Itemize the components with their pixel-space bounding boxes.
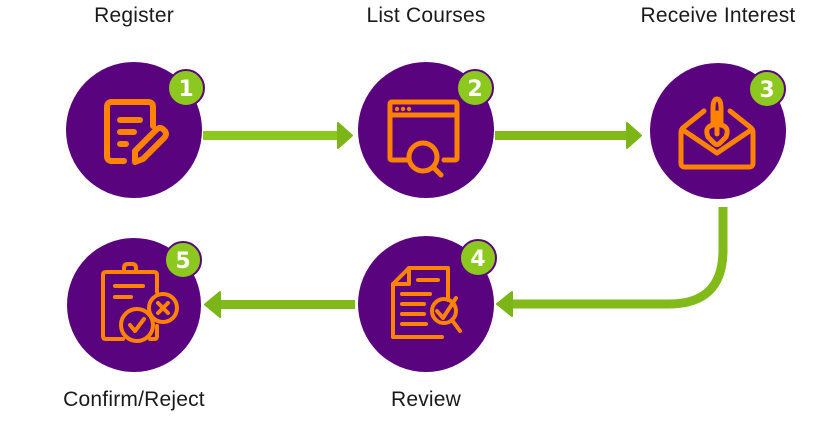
step-3-label: Receive Interest bbox=[640, 4, 796, 27]
step-4: 4 bbox=[358, 236, 497, 372]
step-1: 1 bbox=[66, 62, 205, 198]
arrow-shaft bbox=[218, 300, 355, 309]
step-3: 3 bbox=[650, 63, 786, 199]
step-number: 1 bbox=[178, 77, 193, 102]
step-2-label: List Courses bbox=[366, 4, 486, 27]
connector-2-3 bbox=[495, 122, 642, 149]
step-badge bbox=[164, 241, 202, 279]
connector-1-2 bbox=[203, 122, 353, 149]
arrow-shaft bbox=[203, 131, 341, 140]
arrow-head bbox=[337, 122, 353, 149]
connector-4-5 bbox=[204, 291, 355, 318]
step-5: 5 bbox=[67, 238, 202, 372]
connector-3-4 bbox=[496, 207, 728, 317]
arrow-shaft bbox=[495, 131, 629, 140]
arrow-shaft bbox=[512, 207, 728, 309]
clipboard-approve-reject-icon bbox=[101, 262, 179, 343]
step-2: 2 bbox=[358, 62, 494, 198]
step-badge bbox=[748, 70, 786, 108]
step-5-label: Confirm/Reject bbox=[63, 388, 205, 411]
step-number: 4 bbox=[470, 247, 485, 272]
step-badge bbox=[167, 69, 205, 107]
step-number: 5 bbox=[175, 249, 190, 274]
document-review-icon bbox=[391, 266, 462, 339]
step-1-label: Register bbox=[94, 4, 174, 27]
step-number: 2 bbox=[467, 77, 482, 102]
arrow-head bbox=[626, 122, 642, 149]
step-badge bbox=[459, 239, 497, 277]
arrow-head bbox=[204, 291, 221, 318]
step-4-label: Review bbox=[390, 388, 462, 411]
step-circle bbox=[67, 238, 201, 372]
browser-search-icon bbox=[387, 99, 460, 178]
step-badge bbox=[456, 69, 494, 107]
window-dots-icon bbox=[394, 106, 412, 112]
step-number: 3 bbox=[759, 78, 774, 103]
arrow-head bbox=[496, 291, 513, 317]
envelope-download-icon bbox=[678, 96, 756, 170]
document-edit-icon bbox=[104, 99, 169, 165]
